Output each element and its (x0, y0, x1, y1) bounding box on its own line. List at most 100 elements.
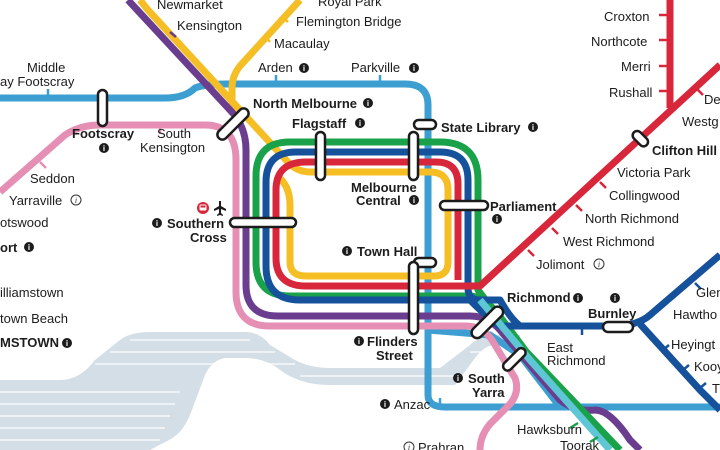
info-icon (363, 98, 373, 108)
label-clifton-hill: Clifton Hill (652, 143, 717, 158)
label-toorak: Toorak (560, 438, 600, 450)
info-icon (99, 143, 109, 153)
info-glyph: i (346, 247, 348, 256)
info-icon (299, 63, 309, 73)
info-glyph: i (384, 400, 386, 409)
label-southern-cross-1: Southern (167, 216, 224, 231)
label-south-kensington-1: South (157, 126, 191, 141)
interchange-markers[interactable] (96, 88, 650, 372)
label-prahran: Prahran (418, 440, 464, 450)
info-icon (342, 246, 352, 256)
label-yarraville: Yarraville (9, 193, 62, 208)
north-melbourne-interchange (216, 107, 250, 141)
info-icon (24, 242, 34, 252)
info-glyph: i (358, 337, 360, 346)
label-hawksburn: Hawksburn (517, 422, 582, 437)
label-northcote: Northcote (591, 34, 647, 49)
label-flinders-street-1: Flinders (367, 334, 418, 349)
label-south-yarra-2: Yarra (472, 385, 505, 400)
label-north-melbourne: North Melbourne (253, 96, 357, 111)
info-outline-icon (403, 441, 415, 450)
label-royal-park: Royal Park (318, 0, 382, 9)
parliament-interchange (438, 199, 490, 212)
melbourne-central-interchange (407, 130, 420, 182)
label-anzac: Anzac (394, 397, 431, 412)
info-icon (409, 63, 419, 73)
info-icon (610, 293, 620, 303)
label-parkville: Parkville (351, 60, 400, 75)
southern-cross-interchange (228, 216, 298, 229)
info-icons (24, 63, 620, 409)
info-glyph: i (28, 243, 30, 252)
label-south-yarra-1: South (468, 371, 505, 386)
label-footscray: Footscray (72, 126, 135, 141)
label-glenferrie: Glen (696, 285, 720, 300)
label-kooyong: Kooy (694, 359, 720, 374)
label-north-richmond: North Richmond (585, 211, 679, 226)
label-jolimont: Jolimont (536, 257, 585, 272)
info-glyph: i (496, 215, 498, 224)
label-state-library: State Library (441, 120, 521, 135)
info-icon (453, 373, 463, 383)
label-westgarth: Westg (682, 114, 719, 129)
line-light-blue (0, 80, 720, 411)
info-outline-glyph: i (75, 196, 77, 205)
info-glyph: i (103, 144, 105, 153)
info-icon (354, 336, 364, 346)
info-glyph: i (614, 294, 616, 303)
label-richmond: Richmond (507, 290, 571, 305)
label-melbourne-central-1: Melbourne (351, 180, 417, 195)
flagstaff-interchange (314, 130, 327, 182)
label-burnley: Burnley (588, 306, 637, 321)
label-williamstown-terminus: MSTOWN (0, 335, 59, 350)
info-glyph: i (156, 219, 158, 228)
label-seddon: Seddon (30, 171, 75, 186)
label-town-hall: Town Hall (357, 244, 417, 259)
label-east-richmond-2: Richmond (547, 353, 606, 368)
label-kensington: Kensington (177, 18, 242, 33)
info-outline-icon (593, 258, 605, 270)
info-outline-icons (70, 194, 605, 450)
info-glyph: i (413, 196, 415, 205)
info-glyph: i (457, 374, 459, 383)
label-spotswood: otswood (0, 215, 48, 230)
label-williamstown: illiamstown (0, 285, 64, 300)
state-library-interchange (412, 118, 438, 131)
label-macaulay: Macaulay (274, 36, 330, 51)
info-icon (528, 122, 538, 132)
label-tooronga: T (712, 381, 720, 396)
line-red (272, 62, 720, 290)
label-heyington: Heyingt (671, 337, 715, 352)
info-glyph: i (359, 119, 361, 128)
info-outline-glyph: i (408, 443, 410, 450)
info-icon (380, 399, 390, 409)
label-rushall: Rushall (609, 85, 652, 100)
footscray-interchange (96, 88, 109, 128)
label-south-kensington-2: Kensington (140, 140, 205, 155)
info-icon (573, 293, 583, 303)
station-ticks (39, 13, 707, 444)
info-icon (492, 214, 502, 224)
airport-icon (214, 201, 226, 216)
label-parliament: Parliament (490, 199, 557, 214)
label-dennis: De (704, 92, 720, 107)
info-icon (152, 218, 162, 228)
info-outline-glyph: i (598, 260, 600, 269)
line-yellow (137, 0, 452, 280)
info-outline-icon (70, 194, 82, 206)
label-flagstaff: Flagstaff (292, 116, 347, 131)
label-flinders-street-2: Street (376, 348, 414, 363)
label-middle-footscray-1: Middle (27, 60, 65, 75)
clifton-hill-interchange (631, 129, 650, 148)
info-icon (355, 118, 365, 128)
info-glyph: i (303, 64, 305, 73)
burnley-interchange (601, 320, 635, 334)
label-middle-footscray-2: ay Footscray (0, 74, 75, 89)
label-merri: Merri (621, 59, 651, 74)
label-newport: ort (0, 240, 18, 255)
label-melbourne-central-2: Central (356, 193, 401, 208)
flinders-street-interchange (407, 260, 420, 336)
label-east-richmond-1: East (547, 340, 573, 355)
